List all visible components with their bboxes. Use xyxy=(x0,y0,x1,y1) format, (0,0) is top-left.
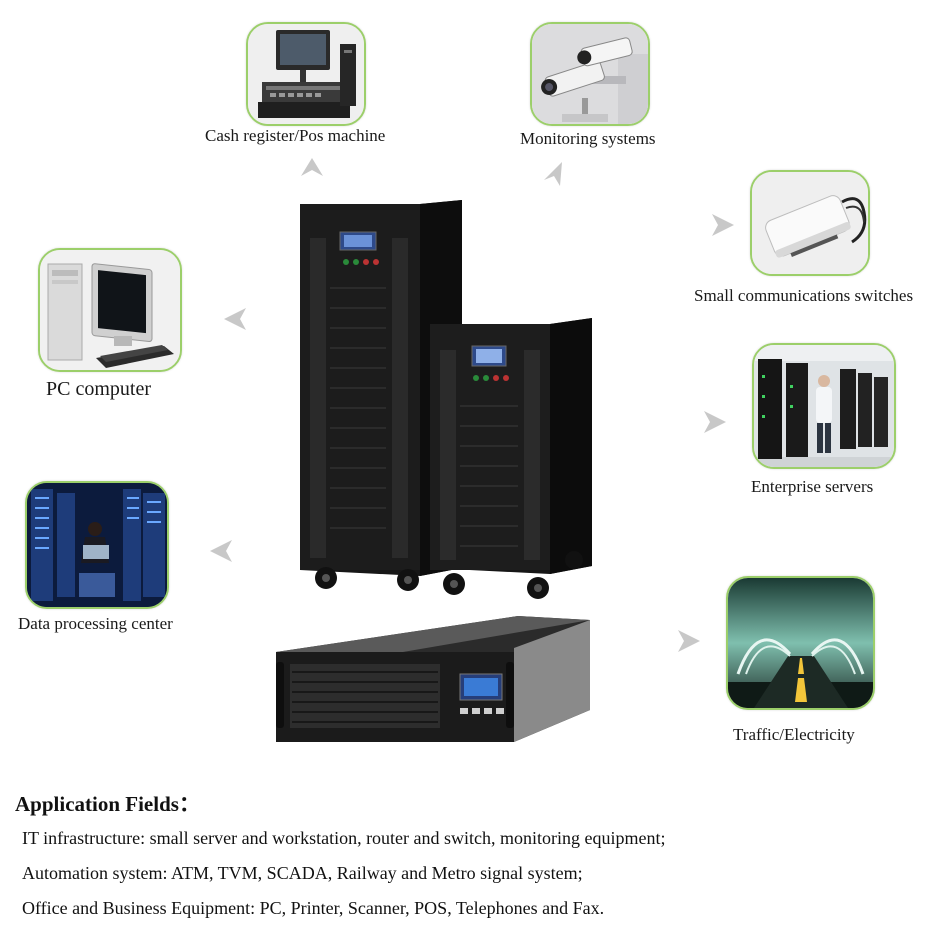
arrow-up-left xyxy=(297,152,327,182)
arrow-up-right xyxy=(538,158,568,188)
traffic-caption: Traffic/Electricity xyxy=(733,725,855,744)
pc-caption: PC computer xyxy=(46,378,151,400)
data-center-icon xyxy=(27,483,167,607)
arrow-left-top xyxy=(220,304,250,334)
field-item-automation: Automation system: ATM, TVM, SCADA, Rail… xyxy=(22,863,583,883)
arrow-right-top xyxy=(708,210,738,240)
network-switch-icon xyxy=(752,172,868,274)
servers-caption: Enterprise servers xyxy=(751,477,874,496)
switches-tile xyxy=(750,170,870,276)
datacenter-tile xyxy=(25,481,169,609)
ups-tower-small xyxy=(426,316,594,606)
pos-tile xyxy=(246,22,366,126)
highway-icon xyxy=(728,578,873,708)
servers-tile xyxy=(752,343,896,469)
arrow-left-bottom xyxy=(206,536,236,566)
monitoring-tile xyxy=(530,22,650,126)
pc-tile xyxy=(38,248,182,372)
field-item-office: Office and Business Equipment: PC, Print… xyxy=(22,898,605,918)
datacenter-caption: Data processing center xyxy=(18,614,173,633)
ups-rackmount xyxy=(268,612,596,744)
server-rack-icon xyxy=(754,345,894,467)
arrow-right-bottom xyxy=(674,626,704,656)
monitoring-caption: Monitoring systems xyxy=(520,129,656,148)
application-fields-title: Application Fields： xyxy=(15,792,200,816)
pos-caption: Cash register/Pos machine xyxy=(205,126,386,145)
arrow-right-middle xyxy=(700,407,730,437)
field-item-it: IT infrastructure: small server and work… xyxy=(22,828,666,848)
cctv-camera-icon xyxy=(532,24,648,124)
switches-caption: Small communications switches xyxy=(694,286,914,305)
cash-register-icon xyxy=(248,24,364,124)
traffic-tile xyxy=(726,576,875,710)
pc-computer-icon xyxy=(40,250,180,370)
